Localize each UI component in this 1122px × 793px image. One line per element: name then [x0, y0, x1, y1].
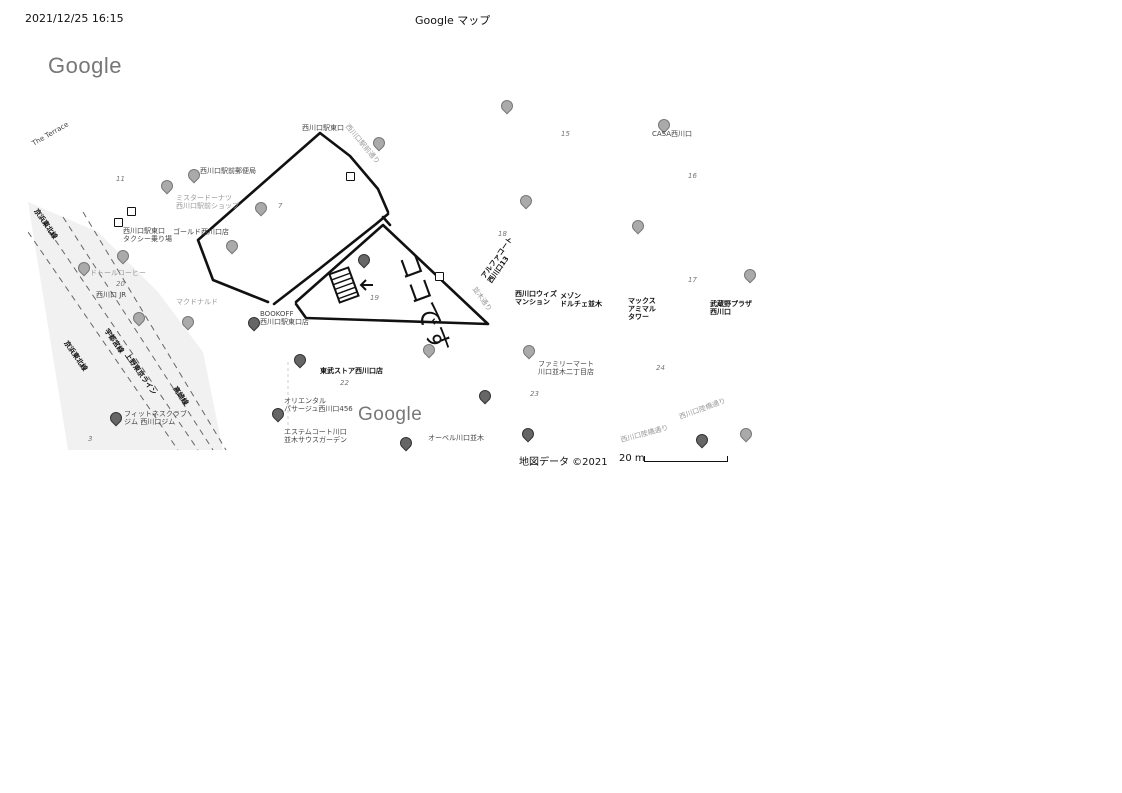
map-label[interactable]: ゴールド西川口店	[173, 228, 229, 236]
block-number: 22	[340, 379, 349, 387]
map-label[interactable]: マクドナルド	[176, 298, 218, 306]
google-logo: Google	[48, 53, 122, 78]
google-map-logo: Google	[358, 404, 423, 425]
scale-label: 20 m	[619, 453, 645, 464]
hatched-building-icon	[328, 266, 360, 304]
map-label[interactable]: CASA西川口	[652, 130, 693, 138]
block-number: 7	[278, 202, 283, 210]
block-number: 17	[688, 276, 697, 284]
map-label[interactable]: マックス アミマル タワー	[628, 297, 656, 322]
bus-stop-icon[interactable]	[114, 218, 123, 227]
hand-drawn-boundary	[196, 131, 490, 326]
map-label[interactable]: 西川口 JR	[96, 291, 127, 299]
bus-stop-icon[interactable]	[435, 272, 444, 281]
scale-bar	[644, 456, 728, 462]
map-attribution: 地図データ ©2021	[519, 457, 608, 468]
station-area	[28, 202, 223, 450]
block-number: 11	[116, 175, 125, 183]
block-number: 19	[370, 294, 379, 302]
map-label[interactable]: エステムコート川口 並木サウスガーデン	[284, 428, 347, 445]
map-label[interactable]: フィットネスクラブ ジム 西川口ジム	[124, 410, 187, 427]
block-number: 23	[530, 390, 539, 398]
rail-lines	[28, 211, 227, 451]
map-label[interactable]: オーベル川口並木	[428, 434, 484, 442]
block-number: 20	[116, 280, 125, 288]
map-label[interactable]: 西川口ウィズ マンション	[515, 290, 557, 307]
block-number: 16	[688, 172, 697, 180]
map-label[interactable]: BOOKOFF 西川口駅東口店	[260, 310, 309, 327]
page-title: Google マップ	[415, 14, 491, 27]
map-label[interactable]: メゾン ドルチェ並木	[560, 292, 602, 309]
block-number: 24	[656, 364, 665, 372]
bus-stop-icon[interactable]	[346, 172, 355, 181]
block-number: 18	[498, 230, 507, 238]
map-label[interactable]: 西川口駅東口 タクシー乗り場	[123, 227, 172, 244]
map-label[interactable]: ミスタードーナツ 西川口駅前ショップ	[176, 194, 239, 211]
map-graphics: ココです	[28, 131, 490, 451]
bus-stop-icon[interactable]	[127, 207, 136, 216]
map-label[interactable]: 西川口駅東口	[302, 124, 344, 132]
map-label[interactable]: 西川口駅前郵便局	[200, 167, 256, 175]
map-label[interactable]: オリエンタル パサージュ西川口456	[284, 397, 353, 414]
handwritten-annotation: ココです	[391, 249, 455, 357]
map-label[interactable]: ファミリーマート 川口並木二丁目店	[538, 360, 594, 377]
map-canvas[interactable]: ココです The Terrace 西川口駅前郵便局 ミスタードーナツ 西川口駅前…	[28, 92, 759, 470]
block-number: 15	[561, 130, 570, 138]
map-label[interactable]: 武蔵野プラザ 西川口	[710, 300, 752, 317]
print-datetime: 2021/12/25 16:15	[25, 12, 124, 25]
arrow-icon	[359, 279, 373, 291]
map-label[interactable]: 東武ストア西川口店	[320, 367, 383, 375]
map-label[interactable]: ドトールコーヒー	[90, 269, 146, 277]
block-number: 3	[88, 435, 93, 443]
